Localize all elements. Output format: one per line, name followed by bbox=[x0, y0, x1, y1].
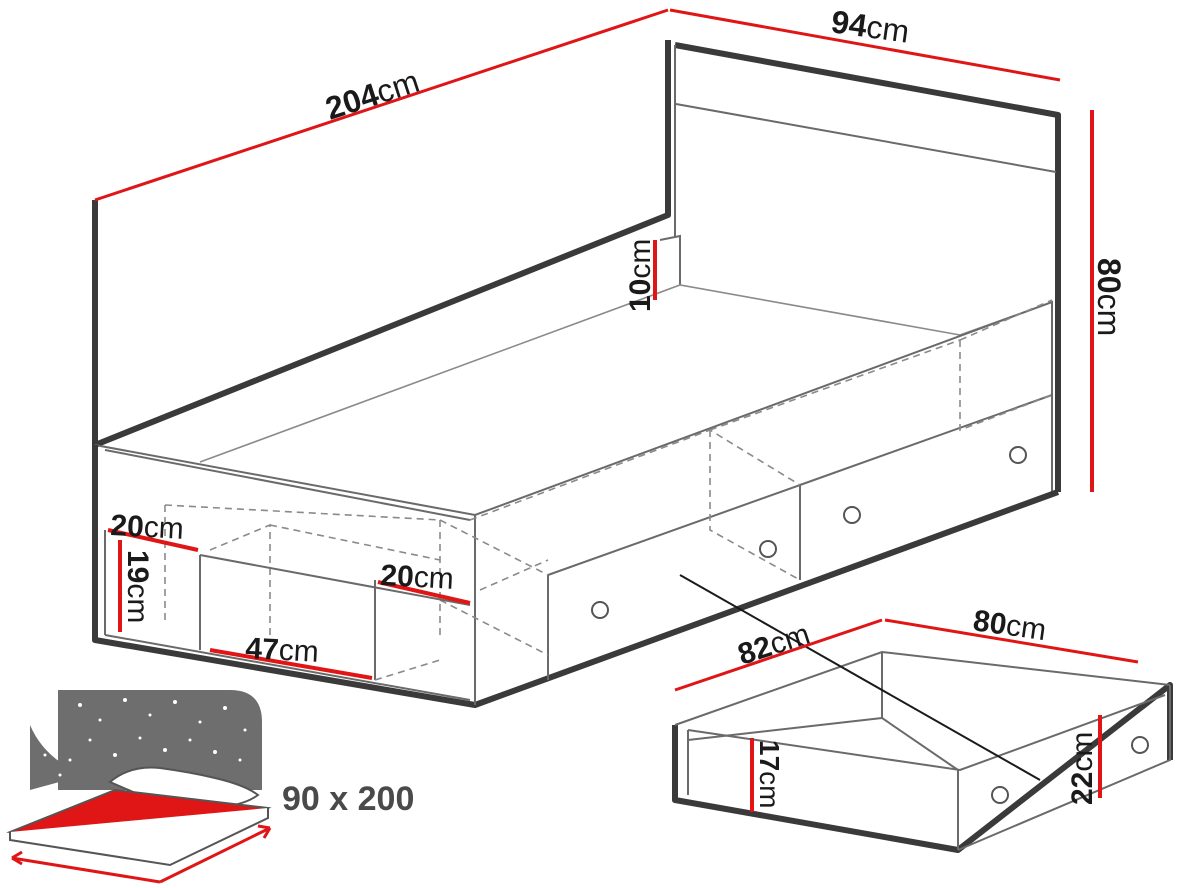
dim-drawer-inner-height-value: 17 bbox=[754, 740, 785, 771]
dim-shelf-depth-mid-value: 20 bbox=[380, 559, 415, 594]
dim-shelf-height: 19cm bbox=[121, 550, 154, 623]
dim-drawer-inner-height-unit: cm bbox=[754, 771, 785, 808]
dim-shelf-width-unit: cm bbox=[278, 634, 320, 669]
dim-drawer-height-unit: cm bbox=[1066, 732, 1099, 772]
dim-length: 204cm bbox=[321, 63, 423, 127]
dim-drawer-height-value: 22 bbox=[1066, 772, 1099, 805]
svg-text:94cm: 94cm bbox=[829, 3, 911, 50]
dim-headboard-height-unit: cm bbox=[1091, 294, 1127, 337]
dim-drawer-width: 80cm bbox=[971, 604, 1048, 647]
svg-text:80cm: 80cm bbox=[1091, 258, 1127, 336]
svg-text:204cm: 204cm bbox=[321, 63, 423, 127]
dim-drawer-length: 82cm bbox=[734, 618, 814, 672]
dim-shelf-depth-left: 20cm bbox=[110, 509, 185, 546]
mattress-icon: 90 x 200 bbox=[6, 690, 414, 884]
svg-text:22cm: 22cm bbox=[1066, 732, 1099, 805]
svg-text:82cm: 82cm bbox=[734, 618, 814, 672]
dim-shelf-depth-left-value: 20 bbox=[110, 509, 145, 544]
drawer-drawing bbox=[672, 574, 1173, 853]
dim-side-rail: 10cm bbox=[624, 239, 657, 312]
dim-width: 94cm bbox=[829, 3, 911, 50]
dim-headboard-height-value: 80 bbox=[1091, 258, 1127, 294]
dim-drawer-height: 22cm bbox=[1066, 732, 1099, 805]
dim-shelf-height-value: 19 bbox=[121, 550, 154, 583]
dim-headboard-height: 80cm bbox=[1091, 258, 1127, 336]
dim-side-rail-value: 10 bbox=[624, 279, 657, 312]
dim-drawer-inner-height: 17cm bbox=[754, 740, 785, 808]
dim-drawer-length-unit: cm bbox=[766, 618, 814, 662]
dim-shelf-width-value: 47 bbox=[245, 632, 280, 667]
dim-shelf-depth-mid: 20cm bbox=[380, 559, 455, 596]
dim-shelf-depth-mid-unit: cm bbox=[413, 561, 455, 596]
dim-drawer-width-value: 80 bbox=[971, 604, 1009, 641]
dim-side-rail-unit: cm bbox=[624, 239, 657, 279]
svg-text:20cm: 20cm bbox=[110, 509, 185, 546]
dim-drawer-width-unit: cm bbox=[1004, 609, 1048, 647]
svg-text:17cm: 17cm bbox=[754, 740, 785, 808]
svg-text:47cm: 47cm bbox=[245, 632, 320, 669]
dim-shelf-height-unit: cm bbox=[121, 583, 154, 623]
dim-width-value: 94 bbox=[829, 3, 869, 44]
stars-pattern bbox=[43, 698, 247, 777]
svg-text:80cm: 80cm bbox=[971, 604, 1048, 647]
svg-text:10cm: 10cm bbox=[624, 239, 657, 312]
svg-text:20cm: 20cm bbox=[380, 559, 455, 596]
bed-drawing bbox=[92, 40, 1061, 708]
dim-shelf-width: 47cm bbox=[245, 632, 320, 669]
mattress-size-label: 90 x 200 bbox=[282, 780, 414, 818]
dim-width-unit: cm bbox=[864, 8, 911, 50]
svg-text:19cm: 19cm bbox=[121, 550, 154, 623]
dimension-lines bbox=[94, 8, 1139, 812]
dim-shelf-depth-left-unit: cm bbox=[143, 511, 185, 546]
